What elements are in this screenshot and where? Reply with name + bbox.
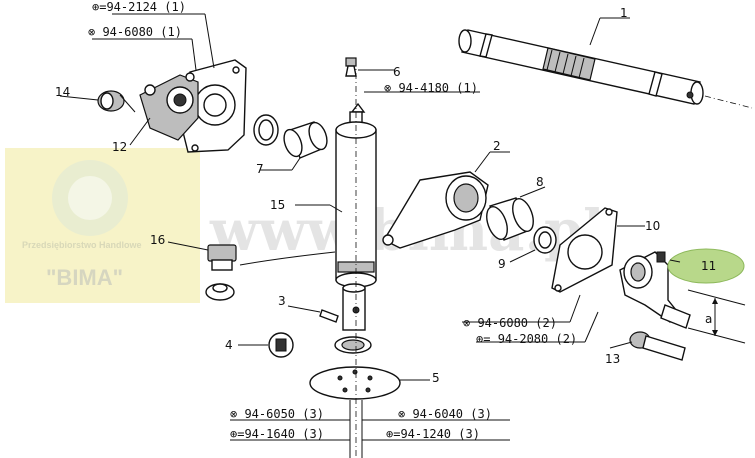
dimension-a: a [687, 289, 746, 344]
callout-13: 13 [605, 352, 620, 366]
part-6-grease-nipple [345, 57, 357, 77]
watermark-logo: Przedsiębiorstwo Handlowe "BIMA" [5, 148, 200, 303]
part-5-disc [309, 366, 401, 400]
ref-94-1240: ⊕=94-1240 (3) [386, 427, 480, 441]
part-13-bolt [629, 331, 686, 361]
part-7-bushing [253, 114, 328, 159]
callout-10: 10 [645, 219, 660, 233]
callout-2: 2 [493, 139, 501, 153]
callout-7: 7 [256, 162, 264, 176]
callout-4: 4 [225, 338, 233, 352]
callout-5: 5 [432, 371, 440, 385]
part-8-bushing [486, 197, 534, 241]
watermark-company-small: Przedsiębiorstwo Handlowe [22, 240, 142, 250]
part-12-cover-plate [139, 59, 247, 153]
part-10-mounting-plate [551, 207, 618, 293]
part-9-seal-ring [533, 226, 557, 254]
part-11-crank [619, 251, 691, 329]
part-4-nut-symbol [268, 332, 372, 358]
callout-12: 12 [112, 140, 127, 154]
ref-94-6040: ⊗ 94-6040 (3) [398, 407, 492, 421]
ref-94-2080-2: ⊕= 94-2080 (2) [476, 332, 577, 346]
ref-94-1640: ⊕=94-1640 (3) [230, 427, 324, 441]
callout-15: 15 [270, 198, 285, 212]
callout-8: 8 [536, 175, 544, 189]
callout-6: 6 [393, 65, 401, 79]
part-14-cap [97, 90, 136, 113]
ref-94-2124: ⊕=94-2124 (1) [92, 0, 186, 14]
callout-3: 3 [278, 294, 286, 308]
callout-16: 16 [150, 233, 165, 247]
part-16-gear-nut [205, 244, 336, 301]
callout-1: 1 [620, 6, 628, 20]
part-2-lever-arm [382, 171, 489, 249]
part-3-pin [319, 283, 366, 331]
ref-94-6050: ⊗ 94-6050 (3) [230, 407, 324, 421]
dimension-label: a [705, 312, 712, 326]
ref-94-6080-2: ⊗ 94-6080 (2) [463, 316, 557, 330]
ref-94-4180: ⊗ 94-4180 (1) [384, 81, 478, 95]
callout-14: 14 [55, 85, 70, 99]
callout-11: 11 [701, 259, 716, 273]
callout-11-highlight [667, 248, 745, 284]
part-1-shaft [458, 29, 704, 105]
callout-9: 9 [498, 257, 506, 271]
ref-94-6080-1: ⊗ 94-6080 (1) [88, 25, 182, 39]
watermark-company: "BIMA" [46, 265, 123, 290]
